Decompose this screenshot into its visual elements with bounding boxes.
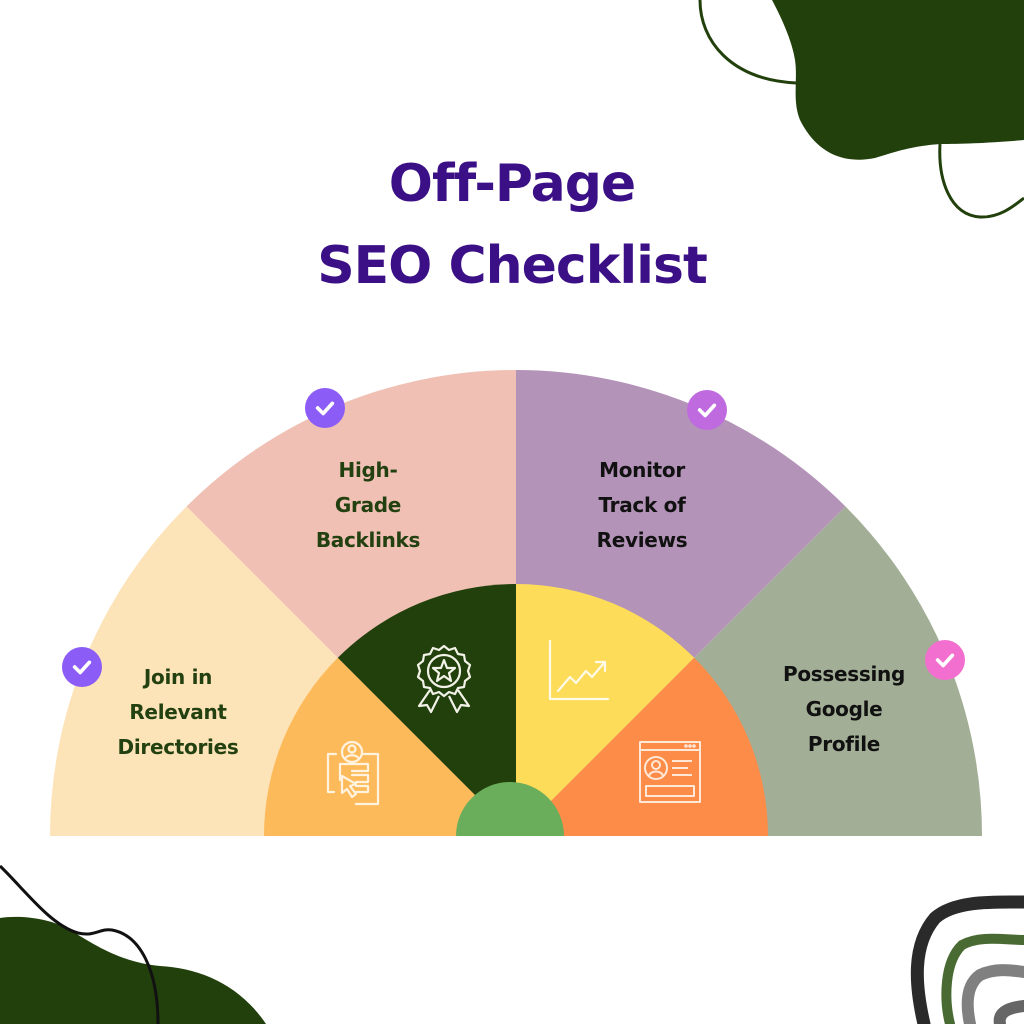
item-label-google-profile: Possessing Google Profile	[754, 657, 934, 762]
check-badge-google-profile	[925, 640, 965, 680]
profile-click-icon	[326, 740, 380, 806]
bottom-left-outline	[0, 864, 160, 1024]
label-line: High-	[338, 458, 398, 482]
inner-sector-google-profile	[516, 657, 768, 836]
top-right-blob	[772, 0, 1024, 160]
bottom-right-rings	[910, 895, 1024, 1024]
label-line: Profile	[807, 732, 881, 756]
check-badge-directories	[62, 647, 102, 687]
page-title-line-1: Off-Page	[388, 154, 636, 214]
check-badge-backlinks	[305, 388, 345, 428]
checkmark-icon	[315, 401, 335, 416]
page-title-line-2: SEO Checklist	[317, 236, 708, 296]
checkmark-icon	[697, 403, 717, 418]
check-badge-reviews	[687, 390, 727, 430]
label-line: Directories	[117, 735, 239, 759]
center-hub	[456, 782, 564, 836]
top-right-outline-2	[938, 143, 1024, 219]
growth-chart-icon	[548, 639, 610, 701]
label-line: Relevant	[129, 700, 227, 724]
label-line: Join in	[143, 665, 213, 689]
label-line: Reviews	[596, 528, 688, 552]
inner-sector-backlinks	[337, 584, 516, 836]
label-line: Track of	[598, 493, 686, 517]
checkmark-icon	[935, 653, 955, 668]
item-label-directories: Join in Relevant Directories	[88, 660, 268, 765]
inner-sector-reviews	[516, 584, 695, 836]
checkmark-icon	[72, 660, 92, 675]
bottom-left-blob	[0, 916, 266, 1024]
label-line: Google	[805, 697, 883, 721]
top-right-outline-1	[698, 0, 798, 85]
label-line: Backlinks	[315, 528, 421, 552]
item-label-reviews: Monitor Track of Reviews	[552, 453, 732, 558]
profile-window-icon	[639, 741, 701, 803]
label-line: Possessing	[783, 662, 905, 686]
label-line: Monitor	[599, 458, 685, 482]
award-badge-icon	[416, 644, 472, 714]
item-label-backlinks: High- Grade Backlinks	[278, 453, 458, 558]
label-line: Grade	[334, 493, 402, 517]
